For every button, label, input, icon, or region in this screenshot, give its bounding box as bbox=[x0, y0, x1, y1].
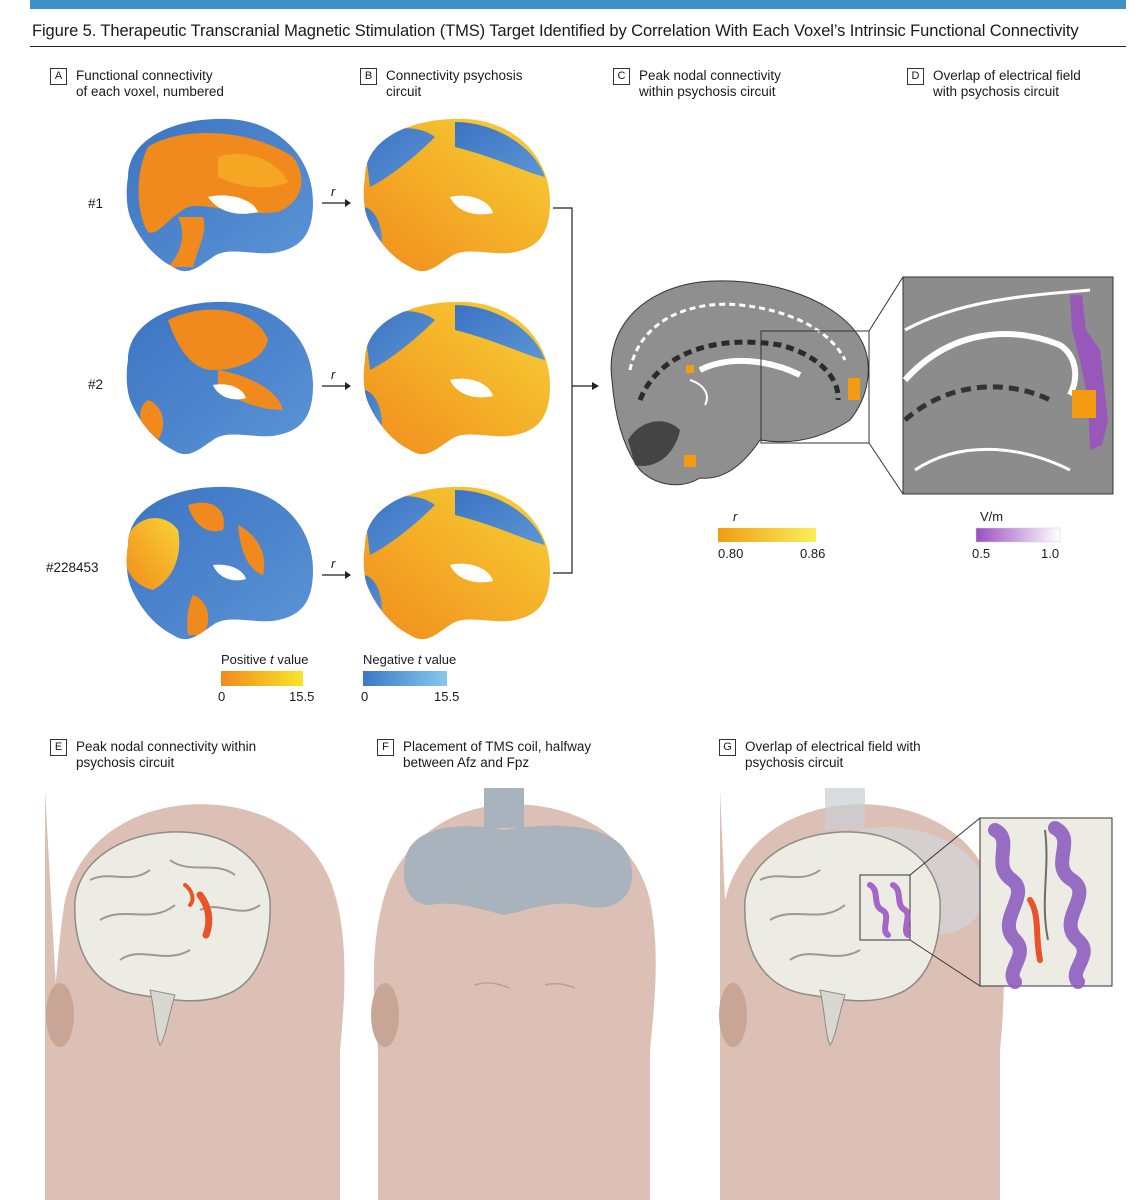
voxel-label-2: #2 bbox=[88, 377, 104, 392]
legend-title-part: value bbox=[273, 652, 309, 667]
arrow-2 bbox=[322, 382, 351, 390]
voxel-2-map bbox=[126, 301, 313, 455]
merge-bracket bbox=[553, 207, 599, 574]
panel-c-brain-section bbox=[610, 276, 904, 495]
vm-legend-max: 1.0 bbox=[1041, 546, 1060, 561]
panel-caption: Peak nodal connectivity within psychosis… bbox=[76, 739, 257, 770]
panel-caption: Overlap of electrical field with psychos… bbox=[933, 68, 1081, 99]
vm-legend-min: 0.5 bbox=[972, 546, 991, 561]
panel-caption: Placement of TMS coil, halfway between A… bbox=[403, 739, 592, 770]
journal-accent-bar bbox=[30, 0, 1126, 9]
voxel-3-map bbox=[126, 486, 313, 640]
r-colorbar bbox=[718, 528, 816, 542]
panel-caption: Functional connectivity of each voxel, n… bbox=[76, 68, 224, 99]
panel-letter: A bbox=[50, 68, 67, 85]
legend-title-part: value bbox=[421, 652, 457, 667]
vm-colorbar bbox=[975, 527, 1061, 543]
voxel-1-map bbox=[126, 118, 313, 272]
positive-colorbar bbox=[221, 671, 303, 686]
negative-colorbar bbox=[363, 671, 447, 686]
positive-legend-min: 0 bbox=[218, 689, 226, 704]
arrow-r-1: r bbox=[331, 184, 336, 199]
positive-legend-title: Positive t value bbox=[221, 652, 308, 667]
r-legend-max: 0.86 bbox=[800, 546, 826, 561]
r-legend-title: r bbox=[733, 509, 738, 524]
panel-letter: C bbox=[613, 68, 630, 85]
psychosis-circuit-map-2 bbox=[363, 301, 550, 455]
panel-caption: Peak nodal connectivity within psychosis… bbox=[639, 68, 781, 99]
panel-letter: D bbox=[907, 68, 924, 85]
panel-f-illustration bbox=[371, 788, 656, 1200]
legend-title-italic: t bbox=[270, 652, 274, 667]
panel-e-illustration bbox=[45, 790, 345, 1200]
psychosis-circuit-map-1 bbox=[363, 118, 550, 272]
panel-caption: Overlap of electrical field with psychos… bbox=[745, 739, 921, 770]
legend-title-part: Positive bbox=[221, 652, 271, 667]
arrow-1 bbox=[322, 199, 351, 207]
panel-letter: G bbox=[719, 739, 736, 756]
panel-d-zoom bbox=[902, 276, 1114, 495]
panel-letter: F bbox=[377, 739, 394, 756]
arrow-r-3: r bbox=[331, 556, 336, 571]
negative-legend-min: 0 bbox=[361, 689, 369, 704]
psychosis-circuit-map-3 bbox=[363, 486, 550, 640]
negative-legend-title: Negative t value bbox=[363, 652, 456, 667]
arrow-r-2: r bbox=[331, 367, 336, 382]
figure-title: Figure 5. Therapeutic Transcranial Magne… bbox=[32, 22, 1079, 40]
r-legend-min: 0.80 bbox=[718, 546, 744, 561]
voxel-label-1: #1 bbox=[88, 196, 104, 211]
voxel-label-3: #228453 bbox=[46, 560, 99, 575]
panel-g-illustration bbox=[719, 788, 1113, 1200]
arrow-3 bbox=[322, 571, 351, 579]
legend-title-part: Negative bbox=[363, 652, 418, 667]
legend-title-italic: t bbox=[417, 652, 422, 667]
panel-letter: E bbox=[50, 739, 67, 756]
vm-legend-title: V/m bbox=[980, 509, 1004, 524]
title-rule bbox=[30, 46, 1126, 47]
panel-caption: Connectivity psychosis circuit bbox=[386, 68, 523, 99]
negative-legend-max: 15.5 bbox=[434, 689, 460, 704]
positive-legend-max: 15.5 bbox=[289, 689, 315, 704]
panel-letter: B bbox=[360, 68, 377, 85]
